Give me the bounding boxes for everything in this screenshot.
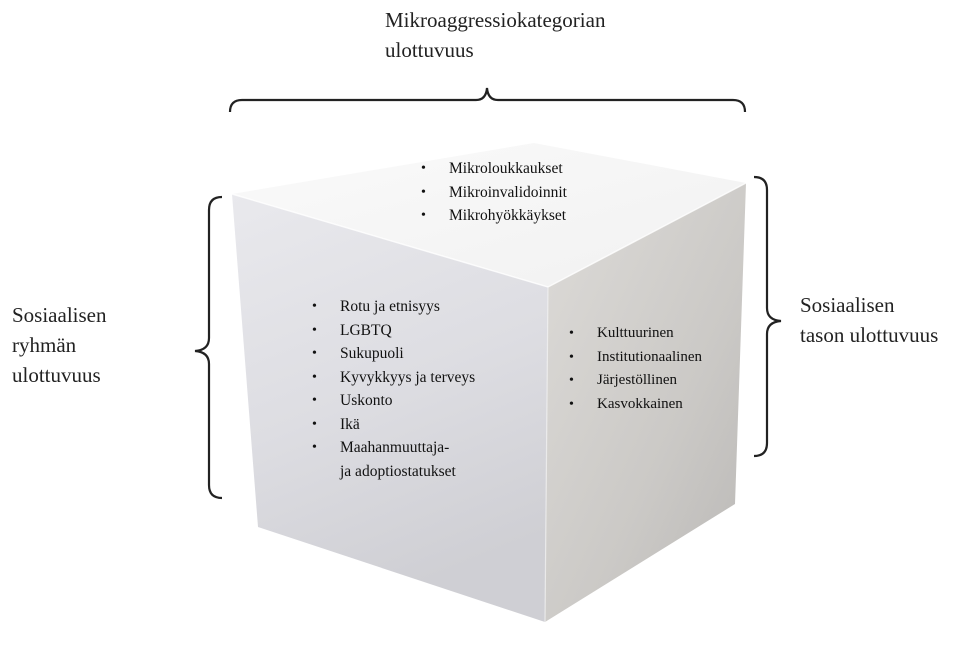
right-face-list: Kulttuurinen Institutionaalinen Järjestö… <box>567 322 702 416</box>
social-level-dimension-label: Sosiaalisen tason ulottuvuus <box>800 290 938 350</box>
list-item: Kulttuurinen <box>567 322 702 346</box>
list-item: Maahanmuuttaja- ja adoptiostatukset <box>310 436 475 483</box>
label-line: tason ulottuvuus <box>800 323 939 347</box>
list-item: Institutionaalinen <box>567 346 702 370</box>
label-line: Mikroaggressiokategorian <box>385 8 606 32</box>
list-item-line: ja adoptiostatukset <box>340 462 456 480</box>
microaggression-category-dimension-label: Mikroaggressiokategorian ulottuvuus <box>385 5 605 65</box>
list-item: Sukupuoli <box>310 342 475 366</box>
left-brace <box>194 195 223 500</box>
top-face-list: Mikroloukkaukset Mikroinvalidoinnit Mikr… <box>419 157 567 228</box>
list-item: Ikä <box>310 413 475 437</box>
label-line: ulottuvuus <box>12 363 101 387</box>
list-item: Uskonto <box>310 389 475 413</box>
label-line: ryhmän <box>12 333 77 357</box>
list-item: Järjestöllinen <box>567 369 702 393</box>
right-brace <box>753 175 782 458</box>
label-line: Sosiaalisen <box>800 293 895 317</box>
social-group-dimension-label: Sosiaalisen ryhmän ulottuvuus <box>12 300 107 390</box>
label-line: Sosiaalisen <box>12 303 107 327</box>
list-item: Mikroloukkaukset <box>419 157 567 181</box>
cube-vertical-edge <box>544 286 549 623</box>
list-item: Kyvykkyys ja terveys <box>310 366 475 390</box>
list-item: Mikroinvalidoinnit <box>419 181 567 205</box>
list-item: Rotu ja etnisyys <box>310 295 475 319</box>
list-item: Kasvokkainen <box>567 393 702 417</box>
list-item-line: Maahanmuuttaja- <box>340 439 450 456</box>
list-item: Mikrohyökkäykset <box>419 204 567 228</box>
top-brace <box>228 87 747 113</box>
left-face-list: Rotu ja etnisyys LGBTQ Sukupuoli Kyvykky… <box>310 295 475 483</box>
list-item: LGBTQ <box>310 319 475 343</box>
label-line: ulottuvuus <box>385 38 474 62</box>
